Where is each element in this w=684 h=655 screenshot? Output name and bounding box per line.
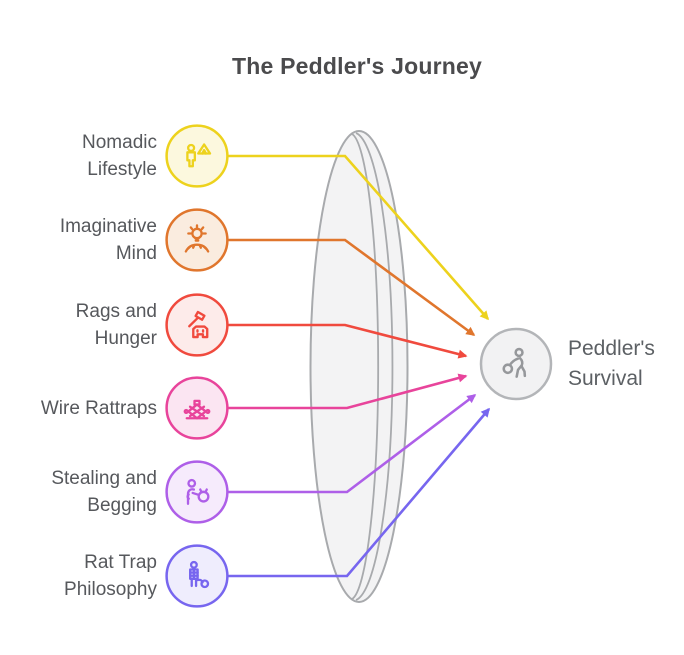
source-item-nomadic-lifestyle: Nomadic Lifestyle: [25, 123, 230, 189]
source-badge: [165, 208, 229, 272]
badge-circle: [165, 293, 229, 357]
connector-arrow-rags-and-hunger: [228, 323, 468, 359]
source-badge: [165, 376, 229, 440]
connector-arrow-imaginative-mind: [228, 238, 476, 337]
wire-trap-icon: [183, 399, 211, 420]
page-title: The Peddler's Journey: [232, 53, 482, 79]
connector-arrow-rat-trap-philosophy: [228, 407, 490, 578]
source-badge: [165, 124, 229, 188]
source-label: Wire Rattraps: [40, 397, 157, 419]
source-item-wire-rattraps: Wire Rattraps: [25, 375, 230, 441]
badge-circle: [165, 460, 229, 524]
connector-arrow-wire-rattraps: [228, 373, 468, 410]
source-badge: [165, 460, 229, 524]
person-sack-icon: [186, 478, 210, 505]
target-label: Peddler's Survival: [568, 337, 655, 390]
lens-shape: [309, 130, 409, 603]
source-badge: [165, 293, 229, 357]
target-circle: [479, 327, 553, 401]
source-item-imaginative-mind: Imaginative Mind: [25, 207, 230, 273]
source-badge: [165, 544, 229, 608]
lens-inner-arc: [351, 133, 380, 600]
source-label: Rags and Hunger: [75, 301, 157, 349]
target-badge: [479, 327, 553, 401]
walking-person-icon: [502, 347, 527, 378]
lightbulb-hands-icon: [184, 224, 210, 253]
badge-circle: [165, 376, 229, 440]
person-tent-icon: [186, 143, 212, 168]
source-item-rags-and-hunger: Rags and Hunger: [25, 292, 230, 358]
source-item-rat-trap-philosophy: Rat Trap Philosophy: [25, 543, 230, 609]
connector-arrow-stealing-and-begging: [228, 393, 477, 494]
source-label: Imaginative Mind: [59, 216, 157, 264]
target-item-peddlers-survival: Peddler's Survival: [479, 327, 668, 401]
source-label: Nomadic Lifestyle: [82, 132, 157, 180]
connector-arrow-nomadic-lifestyle: [228, 154, 489, 321]
source-label: Rat Trap Philosophy: [64, 552, 157, 600]
mallet-rags-icon: [188, 310, 209, 339]
badge-circle: [165, 124, 229, 188]
rattrap-figure-ball-icon: [189, 560, 210, 589]
lens-outer-ellipse: [309, 130, 409, 603]
source-label: Stealing and Begging: [51, 468, 157, 516]
lens-inner-arc: [355, 132, 394, 601]
source-item-stealing-and-begging: Stealing and Begging: [25, 459, 230, 525]
